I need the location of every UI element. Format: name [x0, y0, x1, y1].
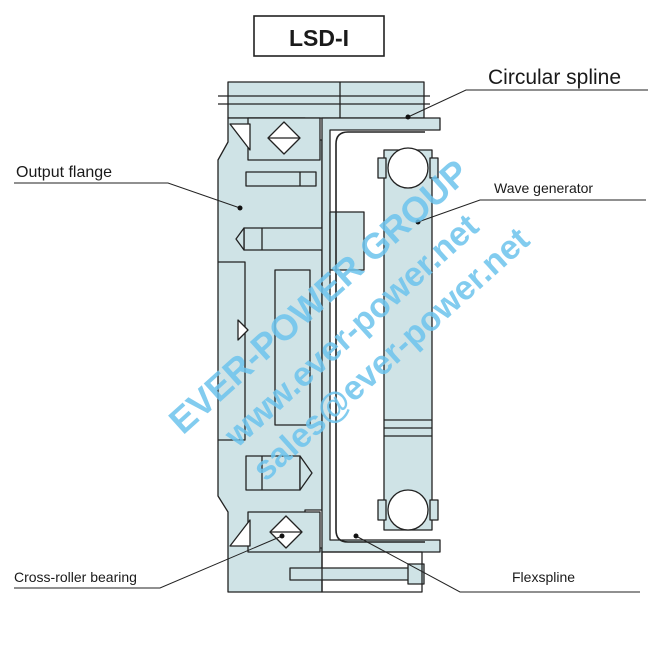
leader-output-flange [14, 182, 241, 209]
leader-wave-generator [417, 199, 646, 223]
wave-generator-ball-bottom [387, 489, 429, 531]
label-wave-generator: Wave generator [494, 180, 593, 196]
label-flexspline: Flexspline [512, 569, 575, 585]
label-output-flange: Output flange [16, 164, 112, 181]
wave-generator-ball-top [387, 147, 429, 189]
flexspline-cup [335, 131, 425, 543]
title-box: LSD-I [253, 15, 385, 57]
bolt-lower [289, 567, 411, 581]
leader-circular-spline [407, 89, 648, 118]
leader-cross-roller-bearing [14, 535, 283, 589]
flange-inner-hub [274, 269, 311, 426]
watermark: EVER-POWER GROUP www.ever-power.net sale… [161, 151, 537, 488]
leader-flexspline [355, 535, 640, 593]
bolt-upper [245, 171, 317, 187]
leader-lines [14, 89, 648, 593]
diagram-title: LSD-I [289, 25, 349, 51]
wave-generator-body [383, 149, 433, 531]
mechanism-drawing [217, 81, 441, 593]
label-circular-spline: Circular spline [488, 66, 621, 89]
label-cross-roller-bearing: Cross-roller bearing [14, 569, 137, 585]
circular-spline-housing-top [227, 81, 425, 119]
leader-dots [237, 114, 421, 539]
